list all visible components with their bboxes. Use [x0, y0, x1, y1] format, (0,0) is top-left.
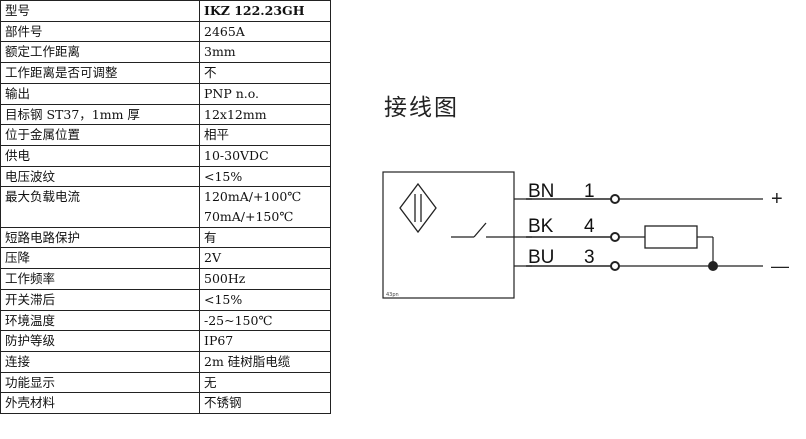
- corner-mark: 43pn: [386, 292, 399, 298]
- table-row: 型号 IKZ 122.23GH: [0, 0, 331, 22]
- spec-value: <15%: [199, 288, 331, 311]
- spec-key: 部件号: [0, 20, 200, 43]
- spec-key: 工作距离是否可调整: [0, 62, 200, 84]
- spec-value: 有: [199, 226, 331, 249]
- spec-key: 输出: [0, 82, 200, 105]
- spec-key: 供电: [0, 144, 200, 167]
- table-row: 工作距离是否可调整 不: [0, 62, 331, 84]
- table-row: 目标钢 ST37，1mm 厚 12x12mm: [0, 103, 331, 126]
- spec-key: 连接: [0, 350, 200, 373]
- spec-value-line: 120mA/+100℃: [204, 189, 302, 205]
- spec-value: 3mm: [199, 41, 331, 64]
- wire-color-bn: BN: [528, 181, 554, 202]
- table-row: 环境温度 -25~150℃: [0, 309, 331, 332]
- wire-pin-4: 4: [584, 216, 595, 237]
- spec-key: 型号: [0, 0, 200, 22]
- spec-key: 功能显示: [0, 371, 200, 394]
- spec-value: IKZ 122.23GH: [199, 0, 331, 22]
- table-row: 电压波纹 <15%: [0, 165, 331, 188]
- spec-key: 最大负载电流: [0, 186, 200, 228]
- wiring-title: 接线图: [384, 95, 459, 121]
- spec-value-line: 70mA/+150℃: [204, 209, 294, 225]
- spec-value: 500Hz: [199, 268, 331, 290]
- load-resistor: [644, 225, 698, 249]
- spec-value: 2465A: [199, 20, 331, 43]
- table-row: 额定工作距离 3mm: [0, 41, 331, 64]
- spec-key: 压降: [0, 247, 200, 270]
- spec-key: 外壳材料: [0, 392, 200, 415]
- spec-value: 无: [199, 371, 331, 394]
- table-row: 最大负载电流 120mA/+100℃ 70mA/+150℃: [0, 186, 331, 228]
- wiring-diagram: 43pn BN 1 BK 4 BU 3 + —: [382, 171, 789, 299]
- spec-value: 2V: [199, 247, 331, 270]
- spec-key: 防护等级: [0, 330, 200, 352]
- spec-key: 位于金属位置: [0, 124, 200, 146]
- sensor-body: [382, 171, 515, 299]
- table-row: 供电 10-30VDC: [0, 144, 331, 167]
- minus-sign: —: [771, 256, 789, 276]
- spec-key: 开关滞后: [0, 288, 200, 311]
- spec-key: 短路电路保护: [0, 226, 200, 249]
- spec-value-multi: 120mA/+100℃ 70mA/+150℃: [199, 186, 331, 228]
- table-row: 输出 PNP n.o.: [0, 82, 331, 105]
- terminal-4: [610, 232, 620, 242]
- junction-dot: [708, 261, 718, 271]
- spec-key: 环境温度: [0, 309, 200, 332]
- sensor-symbol-icon: [399, 182, 437, 234]
- plus-sign: +: [771, 188, 783, 210]
- spec-value: 不锈钢: [199, 392, 331, 415]
- terminal-3: [610, 261, 620, 271]
- wire-pin-3: 3: [584, 247, 595, 268]
- spec-value: 2m 硅树脂电缆: [199, 350, 331, 373]
- spec-value: PNP n.o.: [199, 82, 331, 105]
- spec-key: 工作频率: [0, 268, 200, 290]
- table-row: 工作频率 500Hz: [0, 268, 331, 290]
- spec-table: 型号 IKZ 122.23GH 部件号 2465A 额定工作距离 3mm 工作距…: [0, 0, 331, 415]
- spec-key: 额定工作距离: [0, 41, 200, 64]
- wire-color-bu: BU: [528, 247, 554, 268]
- table-row: 功能显示 无: [0, 371, 331, 394]
- table-row: 开关滞后 <15%: [0, 288, 331, 311]
- spec-key: 电压波纹: [0, 165, 200, 188]
- spec-key: 目标钢 ST37，1mm 厚: [0, 103, 200, 126]
- wire-color-bk: BK: [528, 216, 554, 237]
- spec-value: 10-30VDC: [199, 144, 331, 167]
- terminal-1: [610, 194, 620, 204]
- table-row: 压降 2V: [0, 247, 331, 270]
- spec-value: IP67: [199, 330, 331, 352]
- switch-symbol-icon: [451, 222, 514, 238]
- spec-value: 相平: [199, 124, 331, 146]
- spec-value: <15%: [199, 165, 331, 188]
- table-row: 短路电路保护 有: [0, 226, 331, 249]
- spec-value: 12x12mm: [199, 103, 331, 126]
- spec-value: -25~150℃: [199, 309, 331, 332]
- table-row: 防护等级 IP67: [0, 330, 331, 352]
- table-row: 部件号 2465A: [0, 20, 331, 43]
- spec-value: 不: [199, 62, 331, 84]
- table-row: 外壳材料 不锈钢: [0, 392, 331, 415]
- wire-pin-1: 1: [584, 181, 595, 202]
- table-row: 位于金属位置 相平: [0, 124, 331, 146]
- table-row: 连接 2m 硅树脂电缆: [0, 350, 331, 373]
